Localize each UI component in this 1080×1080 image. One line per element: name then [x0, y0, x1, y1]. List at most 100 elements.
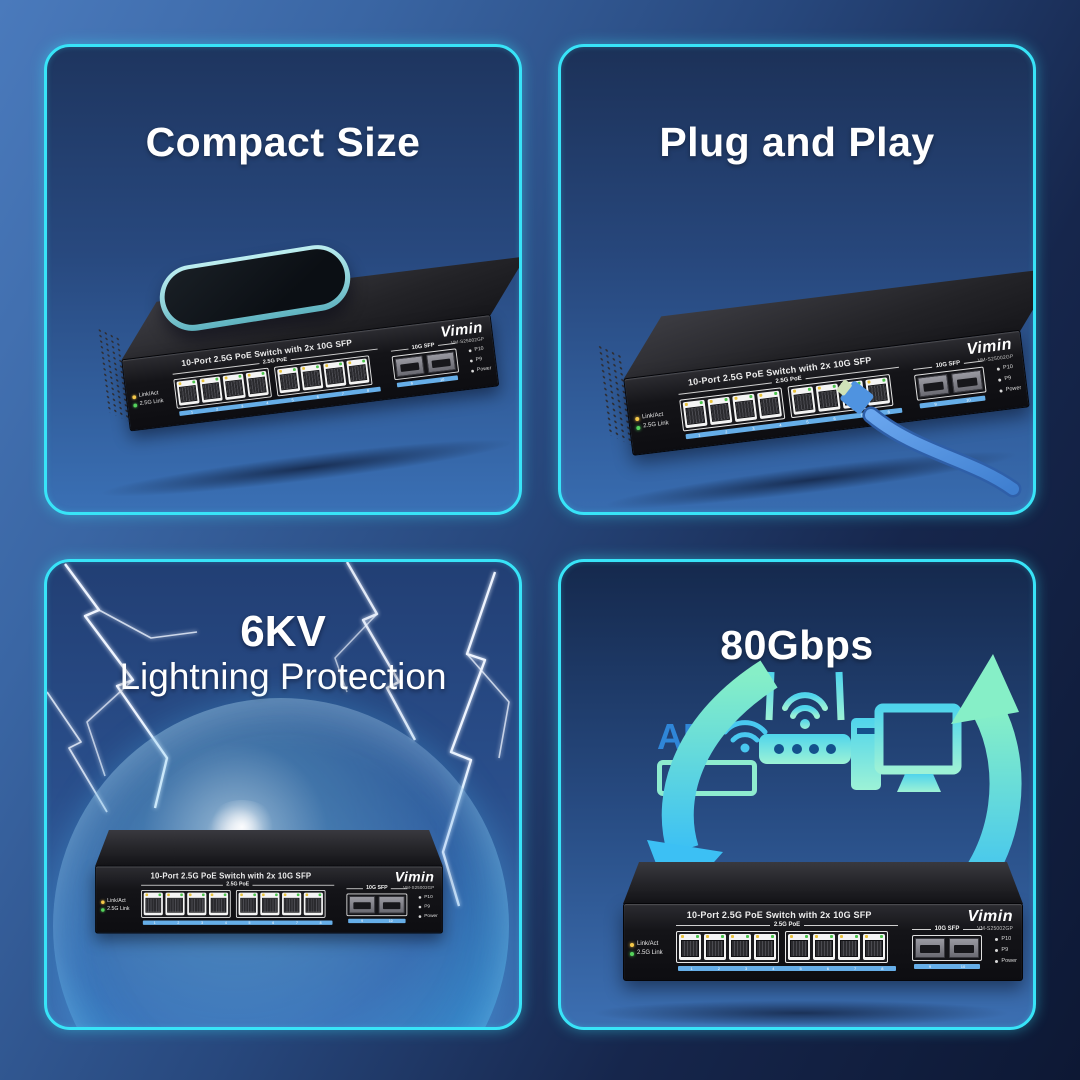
panel-lightning-protection: 6KV Lightning Protection 10-Port 2.5G Po… — [44, 559, 522, 1030]
speed-led — [101, 907, 105, 912]
sfp-number-strip: 9 10 — [348, 918, 406, 924]
port-number: 6 — [826, 965, 829, 971]
port-led-right — [855, 935, 858, 938]
rj45-port — [323, 361, 347, 388]
rj45-port — [245, 370, 269, 398]
rj45-port — [346, 358, 370, 385]
rj45-jack — [840, 940, 858, 957]
switch-model-number: VM-S25002GP — [403, 885, 435, 891]
port-number: 1 — [153, 920, 156, 925]
port-number: 3 — [201, 920, 204, 925]
switch-front-panel: 10-Port 2.5G PoE Switch with 2x 10G SFP V… — [95, 865, 443, 934]
rj45-port — [143, 892, 163, 916]
led-dot — [994, 959, 999, 964]
port-number: 9 — [410, 380, 413, 386]
port-number: 10 — [960, 963, 966, 969]
rj45-port — [788, 934, 810, 960]
sfp-port — [915, 938, 945, 958]
rj45-port — [176, 379, 200, 406]
port-number: 9 — [928, 963, 932, 969]
rj45-port — [199, 376, 223, 403]
rj45-port — [679, 934, 701, 960]
rj45-jack — [240, 897, 256, 913]
port-led-left — [706, 935, 709, 938]
led-label-text: P10 — [474, 345, 484, 353]
panel-title-compact-size: Compact Size — [145, 119, 421, 165]
speed-led — [133, 402, 138, 408]
rj45-port — [260, 892, 280, 916]
port-led-right — [746, 935, 749, 938]
port-number: 4 — [266, 399, 269, 405]
port-led-right — [192, 380, 196, 384]
status-label-text: 2.5G Link — [139, 398, 164, 407]
sfp-port — [378, 896, 405, 914]
rj45-jack — [202, 382, 221, 400]
led-label-text: Power — [424, 913, 438, 919]
rj45-jack — [225, 379, 244, 398]
panel-title-bandwidth: 80Gbps — [720, 622, 874, 668]
rj45-port — [238, 892, 258, 916]
led-label: P9 — [994, 945, 1017, 956]
rj45-port — [729, 934, 751, 960]
sfp-group-label: 10G SFP — [346, 886, 407, 891]
title-6kv: 6KV — [240, 607, 326, 656]
port-led-left — [224, 376, 228, 380]
rj45-port — [813, 934, 835, 960]
status-label: 2.5G Link — [630, 949, 663, 958]
port-number: 4 — [772, 965, 775, 971]
port-number: 9 — [361, 918, 364, 923]
port-led-right — [292, 368, 296, 372]
port-led-left — [283, 893, 287, 897]
link-act-led — [132, 394, 137, 399]
port-led-right — [315, 365, 320, 369]
rj45-jack — [865, 940, 883, 957]
status-label-text: 2.5G Link — [107, 906, 130, 912]
port-number: 3 — [240, 403, 244, 408]
switch-front-text: 10-Port 2.5G PoE Switch with 2x 10G SFP — [150, 871, 312, 881]
sfp-port-block — [346, 893, 408, 917]
port-number: 1 — [690, 965, 693, 971]
rj45-port-group — [676, 931, 779, 963]
led-label: Power — [418, 912, 438, 922]
port-number: 10 — [388, 918, 393, 923]
port-number: 5 — [799, 965, 802, 971]
rj45-jack — [348, 364, 368, 382]
rj45-jack — [681, 940, 699, 957]
port-led-left — [188, 893, 192, 897]
rj45-port — [863, 934, 885, 960]
port-number: 8 — [319, 920, 322, 925]
port-led-right — [180, 893, 183, 897]
port-led-right — [296, 893, 300, 897]
computer-icon — [851, 703, 962, 792]
port-led-left — [145, 893, 149, 897]
port-led-left — [302, 366, 306, 371]
panel-title-plug-and-play: Plug and Play — [659, 119, 935, 165]
panel-title-lightning: 6KV Lightning Protection — [47, 607, 519, 699]
rj45-jack — [167, 897, 183, 913]
rj45-port-group — [235, 890, 326, 918]
ethernet-cable — [836, 379, 1022, 498]
port-led-left — [247, 373, 251, 377]
port-number: 10 — [439, 376, 445, 382]
port-number: 6 — [272, 920, 275, 925]
status-label-text: Link/Act — [637, 941, 659, 947]
rj45-jack — [248, 376, 267, 395]
rj45-jack — [279, 372, 299, 391]
port-number: 7 — [854, 965, 857, 971]
port-number: 8 — [366, 387, 370, 393]
port-number: 3 — [745, 965, 748, 971]
poe-group-label: 2.5G PoE — [141, 882, 334, 887]
link-act-led — [101, 900, 105, 904]
rj45-jack — [790, 940, 808, 957]
port-led-right — [338, 362, 343, 366]
port-number: 5 — [248, 920, 251, 925]
status-label: Link/Act — [630, 940, 663, 949]
switch-brand-logo: Vimin — [394, 870, 435, 885]
led-dot — [994, 948, 999, 953]
rj45-port-block — [141, 890, 326, 918]
switch-brand-logo: Vimin — [967, 908, 1013, 925]
rj45-port — [165, 892, 185, 916]
